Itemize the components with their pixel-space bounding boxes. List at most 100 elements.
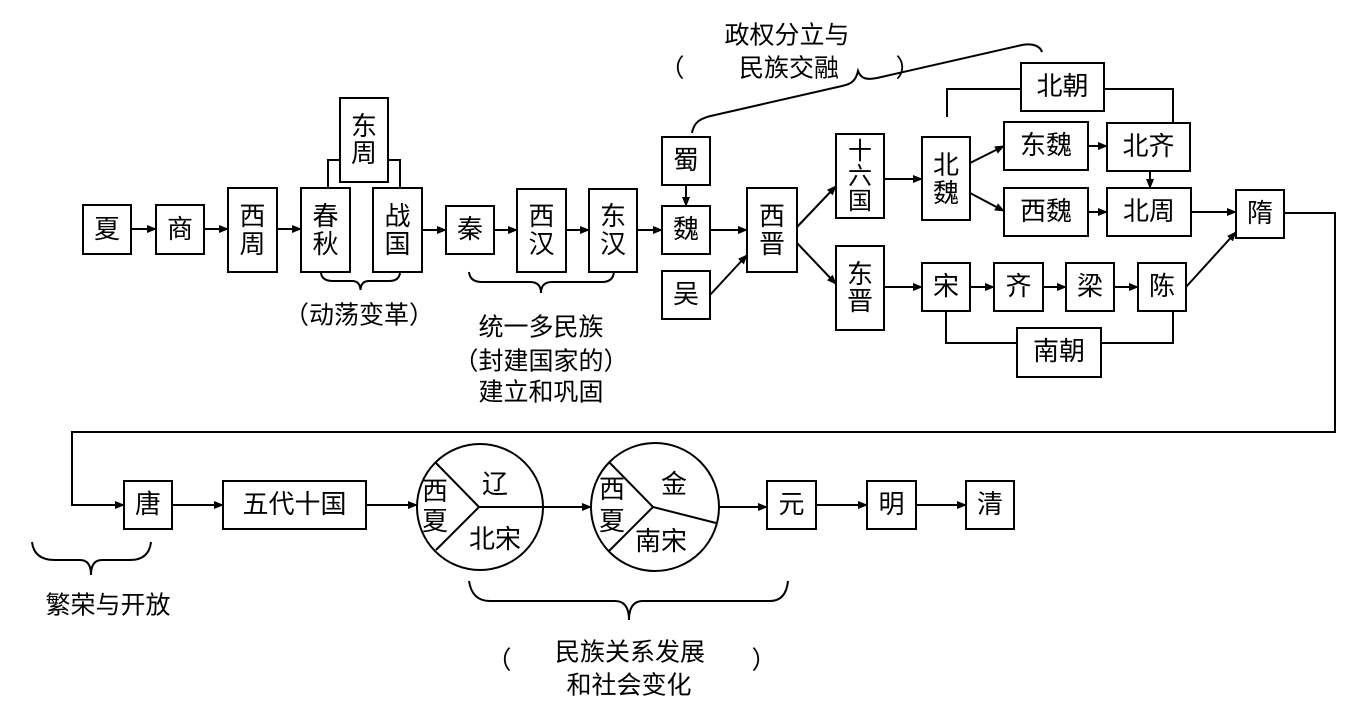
annotation-zhengquan-line-1: 政权分立与 (724, 21, 849, 50)
node-shang-label: 商 (167, 215, 193, 245)
node-qin-label: 秦 (457, 215, 483, 245)
arrow-chen-to-sui (1185, 231, 1237, 288)
node-qin: 秦 (445, 205, 495, 255)
node-wei-label: 魏 (673, 215, 699, 245)
node-beiqi-label: 北齐 (1122, 132, 1174, 162)
circle-1-beisong: 北宋 (469, 525, 521, 555)
circle-2-xixia-char-2: 夏 (599, 507, 625, 537)
node-song-label: 宋 (933, 272, 959, 302)
node-donghan-char-2: 汉 (600, 230, 626, 260)
node-wei: 魏 (661, 205, 711, 255)
node-shiliuguo-char-3: 国 (848, 187, 872, 215)
annotation-zhengquan-close-paren: ） (895, 54, 920, 83)
circle-2-divider-lower (608, 506, 654, 552)
circle-2-divider-right (652, 506, 717, 524)
annotation-zhengquan-open-paren: （ (659, 54, 684, 83)
brace-chunqiu-zhanguo (320, 272, 401, 291)
circle-1-divider-upper (435, 462, 480, 508)
node-beizhou-label: 北周 (1123, 197, 1175, 227)
node-beichao-label: 北朝 (1036, 72, 1088, 102)
node-dongjin-char-1: 东 (847, 260, 873, 290)
connector-dongzhou-left (327, 159, 340, 188)
brace-song-liao-jin (468, 580, 789, 621)
brace-qin-donghan (468, 271, 615, 294)
circle-2-divider-upper (608, 461, 654, 508)
node-chunqiu-char-1: 春 (312, 202, 338, 232)
node-shiliuguo: 十 六 国 (835, 133, 885, 219)
node-zhanguo-char-1: 战 (384, 202, 410, 232)
node-yuan-label: 元 (778, 490, 804, 520)
brace-three-kingdoms-to-north-south (691, 43, 1043, 134)
annotation-tongyi-line-1: 统一多民族 (478, 313, 603, 342)
circle-1-liao: 辽 (482, 470, 508, 500)
node-xia: 夏 (82, 204, 132, 255)
annotation-tongyi: 统一多民族 （封建国家的） 建立和巩固 (453, 313, 628, 407)
node-beichao: 北朝 (1020, 62, 1105, 112)
node-dongzhou-char-1: 东 (351, 112, 377, 142)
circle-liao-beisong-xixia: 西 夏 辽 北宋 (416, 443, 544, 571)
circle-2-jin: 金 (661, 470, 687, 500)
node-beiqi: 北齐 (1106, 122, 1191, 172)
node-xizhou-char-2: 周 (239, 230, 265, 260)
node-qing: 清 (965, 480, 1015, 530)
circle-1-xixia-char-1: 西 (422, 477, 448, 507)
circle-jin-nansong-xixia: 西 夏 金 南宋 (590, 442, 720, 572)
node-wu-label: 吴 (673, 280, 699, 310)
node-beizhou: 北周 (1106, 187, 1192, 237)
node-ming: 明 (866, 480, 917, 530)
connector-beichao-right (1104, 88, 1174, 122)
node-shu-label: 蜀 (673, 146, 699, 176)
node-xihan-char-1: 西 (528, 202, 554, 232)
node-wu: 吴 (661, 270, 711, 320)
circle-2-nansong: 南宋 (635, 527, 687, 557)
annotation-minzu: 民族关系发展 和社会变化 （ ） (486, 638, 776, 700)
annotation-dongdang: （动荡变革） (284, 301, 434, 330)
node-dongjin: 东 晋 (835, 245, 885, 331)
annotation-tongyi-line-3: 建立和巩固 (478, 378, 603, 407)
annotation-tongyi-line-2: （封建国家的） (453, 347, 628, 376)
arrows-row-1 (71, 142, 1336, 509)
arrow-beiwei-to-dongwei (969, 145, 1005, 164)
node-dongjin-char-2: 晋 (847, 287, 873, 317)
circle-1-xixia-char-2: 夏 (422, 507, 448, 537)
node-xiwei-label: 西魏 (1020, 197, 1072, 227)
arrows-row-2 (172, 501, 967, 511)
node-beiwei: 北 魏 (921, 136, 971, 221)
node-xihan: 西 汉 (516, 188, 567, 273)
node-nanchao-label: 南朝 (1033, 337, 1085, 367)
node-yuan: 元 (766, 480, 817, 530)
annotation-zhengquan-line-2: 民族交融 (739, 54, 839, 83)
node-donghan: 东 汉 (588, 188, 638, 273)
connector-beichao-left (946, 88, 1021, 117)
annotation-minzu-line-2: 和社会变化 (566, 671, 691, 700)
node-shiliuguo-char-1: 十 (848, 137, 872, 165)
node-zhanguo-char-2: 国 (384, 230, 410, 260)
node-dongzhou: 东 周 (339, 97, 389, 183)
node-xihan-char-2: 汉 (528, 230, 554, 260)
node-xijin-char-2: 晋 (759, 230, 785, 260)
connector-nanchao-left (945, 311, 1017, 344)
node-xijin-char-1: 西 (759, 202, 785, 232)
circle-1-divider-lower (435, 506, 480, 551)
node-liang: 梁 (1065, 262, 1115, 312)
node-dongwei: 东魏 (1003, 121, 1089, 171)
node-sui-label: 隋 (1247, 199, 1273, 229)
annotation-minzu-line-1: 民族关系发展 (555, 638, 705, 667)
brace-tang (31, 541, 152, 576)
node-shu: 蜀 (661, 136, 711, 186)
arrow-wu-to-xijin (709, 254, 748, 296)
node-dongzhou-char-2: 周 (351, 139, 377, 169)
node-xiwei: 西魏 (1003, 187, 1089, 237)
arrow-xijin-to-dongjin (796, 242, 837, 285)
annotation-fanrong: 繁荣与开放 (45, 591, 170, 620)
node-shiliuguo-char-2: 六 (848, 162, 872, 190)
node-tang-label: 唐 (135, 490, 161, 520)
node-xijin: 西 晋 (746, 187, 798, 273)
node-chunqiu-char-2: 秋 (312, 230, 338, 260)
node-song: 宋 (921, 262, 971, 312)
circle-2-xixia-char-1: 西 (599, 475, 625, 505)
node-tang: 唐 (123, 480, 173, 530)
node-ming-label: 明 (878, 490, 904, 520)
node-beiwei-char-2: 魏 (933, 179, 959, 209)
